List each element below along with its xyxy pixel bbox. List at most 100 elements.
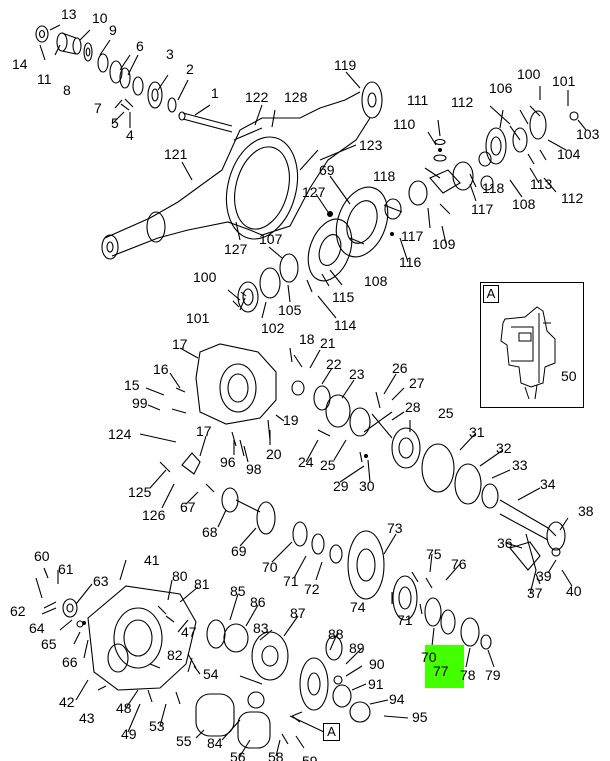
part-label[interactable]: 118 xyxy=(482,180,505,196)
part-label[interactable]: 59 xyxy=(302,753,318,761)
part-label[interactable]: 11 xyxy=(37,71,52,87)
part-label[interactable]: 60 xyxy=(34,548,50,564)
part-label[interactable]: 90 xyxy=(369,656,385,672)
part-label[interactable]: 36 xyxy=(497,535,513,551)
part-label[interactable]: 17 xyxy=(196,423,212,439)
part-label[interactable]: 74 xyxy=(350,599,366,615)
part-label[interactable]: 68 xyxy=(202,524,218,540)
part-label[interactable]: 25 xyxy=(438,405,454,421)
part-label[interactable]: 31 xyxy=(469,424,485,440)
part-label[interactable]: 100 xyxy=(517,66,541,82)
part-label[interactable]: 107 xyxy=(259,231,283,247)
part-label[interactable]: 72 xyxy=(304,581,320,597)
part-label[interactable]: 85 xyxy=(230,583,246,599)
part-label[interactable]: 114 xyxy=(334,317,357,333)
part-label[interactable]: 127 xyxy=(224,241,248,257)
part-label[interactable]: 37 xyxy=(527,585,543,601)
part-label[interactable]: 71 xyxy=(283,573,299,589)
part-label[interactable]: 127 xyxy=(302,184,326,200)
part-label[interactable]: 22 xyxy=(326,356,342,372)
part-label[interactable]: 1 xyxy=(211,85,219,101)
part-label[interactable]: 49 xyxy=(121,726,137,742)
part-label[interactable]: 26 xyxy=(392,360,408,376)
part-label[interactable]: 119 xyxy=(334,57,357,73)
part-label[interactable]: 20 xyxy=(266,446,282,462)
part-label[interactable]: 101 xyxy=(552,73,576,89)
part-label[interactable]: 87 xyxy=(290,605,306,621)
part-label[interactable]: 108 xyxy=(364,273,388,289)
part-label[interactable]: 122 xyxy=(245,89,269,105)
part-label[interactable]: 16 xyxy=(153,361,169,377)
part-label[interactable]: 118 xyxy=(373,168,396,184)
part-label[interactable]: 30 xyxy=(359,478,375,494)
part-label[interactable]: 88 xyxy=(328,626,344,642)
part-label[interactable]: 27 xyxy=(409,375,425,391)
part-label[interactable]: 8 xyxy=(63,82,71,98)
part-label[interactable]: 5 xyxy=(111,115,119,131)
part-label[interactable]: 69 xyxy=(319,162,335,178)
part-label[interactable]: 14 xyxy=(12,56,28,72)
part-label[interactable]: 79 xyxy=(485,667,501,683)
part-label[interactable]: 69 xyxy=(231,543,247,559)
part-label[interactable]: 101 xyxy=(186,310,210,326)
part-label[interactable]: 61 xyxy=(58,561,74,577)
part-label[interactable]: 58 xyxy=(268,749,284,761)
part-label[interactable]: 110 xyxy=(393,116,416,132)
part-label[interactable]: 117 xyxy=(471,201,494,217)
part-label[interactable]: 95 xyxy=(412,709,428,725)
part-label[interactable]: 98 xyxy=(246,461,262,477)
part-label[interactable]: 55 xyxy=(176,733,192,749)
part-label[interactable]: 82 xyxy=(167,647,183,663)
part-label[interactable]: 94 xyxy=(389,691,405,707)
part-label[interactable]: 53 xyxy=(149,718,165,734)
part-label[interactable]: 29 xyxy=(333,478,349,494)
part-label[interactable]: 100 xyxy=(193,269,217,285)
part-label[interactable]: 34 xyxy=(540,476,556,492)
part-label[interactable]: 116 xyxy=(399,254,422,270)
part-label[interactable]: 15 xyxy=(124,377,140,393)
part-label[interactable]: 25 xyxy=(320,457,336,473)
part-label[interactable]: 99 xyxy=(132,395,148,411)
part-label[interactable]: 23 xyxy=(349,366,365,382)
part-label[interactable]: 78 xyxy=(460,667,476,683)
part-label[interactable]: 76 xyxy=(451,556,467,572)
part-label[interactable]: 124 xyxy=(108,426,132,442)
part-label[interactable]: 84 xyxy=(207,735,223,751)
part-label[interactable]: 112 xyxy=(561,190,584,206)
part-label[interactable]: 17 xyxy=(172,336,188,352)
part-label[interactable]: 126 xyxy=(142,507,166,523)
part-label[interactable]: 81 xyxy=(194,576,210,592)
part-label[interactable]: 128 xyxy=(284,89,308,105)
part-label[interactable]: 80 xyxy=(172,568,188,584)
part-label[interactable]: 64 xyxy=(29,620,45,636)
highlighted-part-label[interactable]: 77 xyxy=(433,663,449,679)
part-label[interactable]: 86 xyxy=(250,594,266,610)
part-label[interactable]: 18 xyxy=(299,331,315,347)
part-label[interactable]: 102 xyxy=(261,320,285,336)
part-label[interactable]: 54 xyxy=(203,666,219,682)
part-label[interactable]: 47 xyxy=(181,624,197,640)
part-label[interactable]: 75 xyxy=(426,546,442,562)
part-label[interactable]: 71 xyxy=(397,612,413,628)
part-label[interactable]: 70 xyxy=(262,559,278,575)
part-label[interactable]: 91 xyxy=(368,676,384,692)
part-label[interactable]: 96 xyxy=(220,454,236,470)
part-label[interactable]: 28 xyxy=(405,399,421,415)
part-label[interactable]: 39 xyxy=(536,568,552,584)
part-label[interactable]: 4 xyxy=(126,127,134,143)
part-label[interactable]: 24 xyxy=(298,454,314,470)
part-label[interactable]: 21 xyxy=(320,335,336,351)
part-label[interactable]: 43 xyxy=(79,710,95,726)
part-label[interactable]: 67 xyxy=(180,499,196,515)
part-label[interactable]: 10 xyxy=(92,10,108,26)
part-label[interactable]: 38 xyxy=(578,503,594,519)
part-label[interactable]: 6 xyxy=(136,38,144,54)
part-label[interactable]: 32 xyxy=(496,440,512,456)
part-label[interactable]: 42 xyxy=(59,694,75,710)
part-label[interactable]: 112 xyxy=(451,94,474,110)
part-label[interactable]: 111 xyxy=(407,92,429,108)
part-label[interactable]: 33 xyxy=(512,457,528,473)
part-label[interactable]: 62 xyxy=(10,603,26,619)
part-label[interactable]: 115 xyxy=(332,289,355,305)
part-label[interactable]: 56 xyxy=(230,749,246,761)
